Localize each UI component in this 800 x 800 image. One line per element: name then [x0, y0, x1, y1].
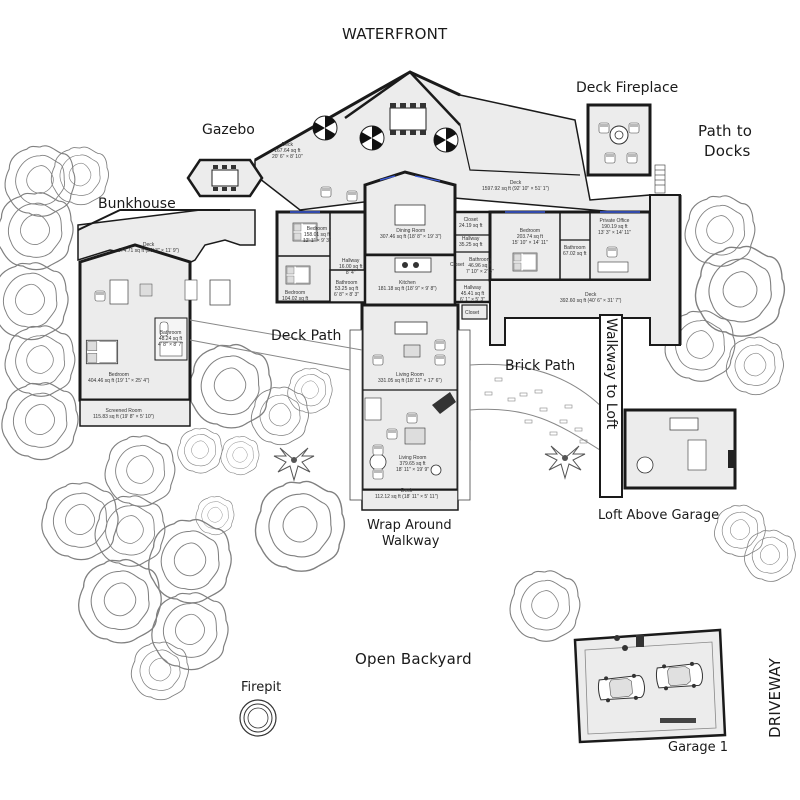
label-firepit: Firepit — [241, 680, 282, 695]
room-closet-small: Closet — [450, 262, 465, 268]
garage-building — [573, 628, 727, 744]
label-driveway: DRIVEWAY — [766, 657, 784, 738]
label-bunkhouse: Bunkhouse — [98, 196, 176, 212]
label-path-to-docks-2: Docks — [704, 142, 751, 160]
label-garage: Garage 1 — [668, 740, 729, 755]
firepit-icon — [239, 699, 277, 737]
label-loft-above-garage: Loft Above Garage — [598, 508, 720, 523]
main-house — [275, 170, 682, 511]
upper-deck — [254, 70, 666, 216]
loft-building — [623, 408, 737, 490]
gazebo-structure — [186, 158, 264, 198]
label-walkway-to-loft: Walkway to Loft — [603, 318, 619, 430]
label-wrap-around: Wrap Around — [367, 518, 452, 533]
label-walkway: Walkway — [382, 534, 440, 549]
label-deck-path: Deck Path — [271, 328, 342, 344]
label-path-to-docks-1: Path to — [698, 122, 753, 140]
label-deck-fireplace: Deck Fireplace — [576, 80, 679, 96]
label-open-backyard: Open Backyard — [355, 650, 472, 668]
room-closet-2: Closet — [465, 310, 480, 316]
bunkhouse-building — [78, 243, 198, 427]
label-gazebo: Gazebo — [202, 122, 255, 138]
label-brick-path: Brick Path — [505, 358, 576, 374]
label-waterfront: WATERFRONT — [342, 25, 448, 43]
